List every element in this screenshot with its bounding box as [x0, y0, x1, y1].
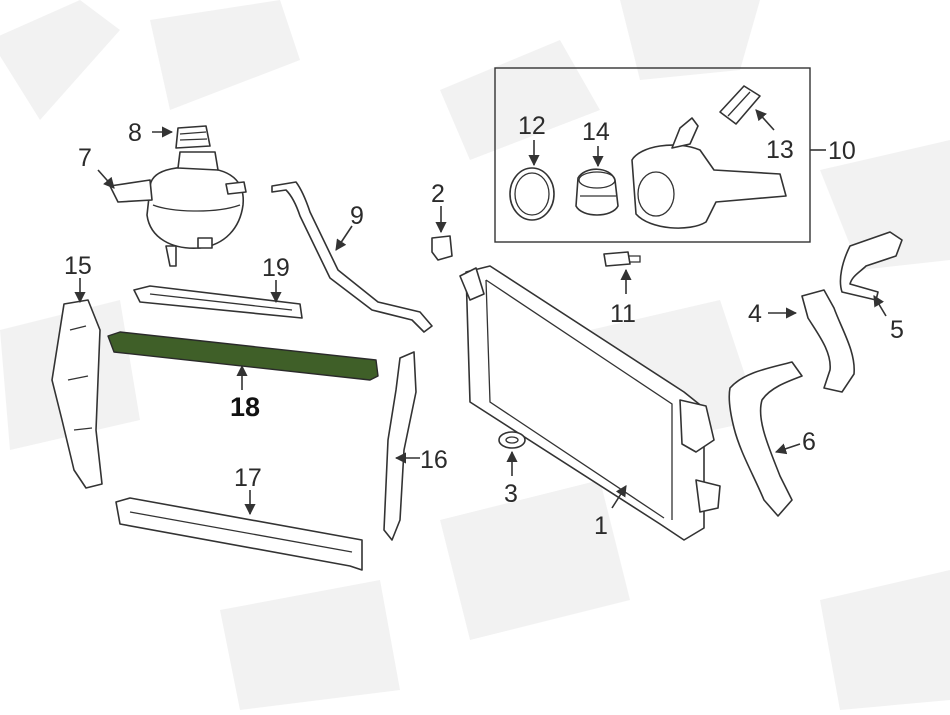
temperature-sensor[interactable] — [719, 85, 761, 125]
leader-5 — [873, 295, 887, 317]
callout-14: 14 — [582, 118, 610, 146]
lower-seal[interactable] — [115, 497, 363, 571]
overflow-hose[interactable] — [271, 181, 433, 333]
callout-5: 5 — [890, 316, 904, 344]
thermostat[interactable] — [575, 168, 619, 216]
leader-9 — [335, 225, 353, 251]
upper-hose[interactable] — [839, 231, 903, 301]
callout-2: 2 — [431, 180, 445, 208]
reservoir-cap[interactable] — [175, 125, 211, 149]
callout-17: 17 — [234, 464, 262, 492]
callout-8: 8 — [128, 119, 142, 147]
callout-4: 4 — [748, 300, 762, 328]
callout-16: 16 — [420, 446, 448, 474]
upper-seal[interactable] — [133, 285, 303, 319]
callout-6: 6 — [802, 428, 816, 456]
callout-11: 11 — [610, 300, 636, 328]
callout-18: 18 — [230, 392, 260, 422]
radiator[interactable] — [459, 265, 721, 541]
right-side-bracket[interactable] — [383, 351, 417, 541]
callout-19: 19 — [262, 254, 290, 282]
lower-hose[interactable] — [801, 289, 855, 393]
thermostat-housing[interactable] — [631, 117, 787, 229]
thermostat-housing-group-box — [494, 67, 811, 243]
coolant-reservoir[interactable] — [109, 151, 247, 267]
callout-12: 12 — [518, 112, 546, 140]
leader-7 — [97, 169, 115, 189]
callout-1: 1 — [594, 512, 608, 540]
callout-15: 15 — [64, 252, 92, 280]
grommet[interactable] — [498, 431, 526, 449]
left-side-bracket[interactable] — [51, 299, 103, 489]
leader-6 — [774, 443, 801, 455]
leader-13 — [755, 109, 775, 131]
radiator-hose[interactable] — [728, 361, 803, 517]
callout-10: 10 — [828, 137, 856, 165]
bolt[interactable] — [603, 251, 641, 267]
callout-3: 3 — [504, 480, 518, 508]
clip[interactable] — [431, 235, 453, 261]
leader-1 — [611, 485, 627, 509]
callout-7: 7 — [78, 144, 92, 172]
callout-9: 9 — [350, 202, 364, 230]
callout-13: 13 — [766, 136, 794, 164]
gasket[interactable] — [509, 167, 555, 221]
air-deflector-highlighted[interactable] — [107, 331, 379, 381]
